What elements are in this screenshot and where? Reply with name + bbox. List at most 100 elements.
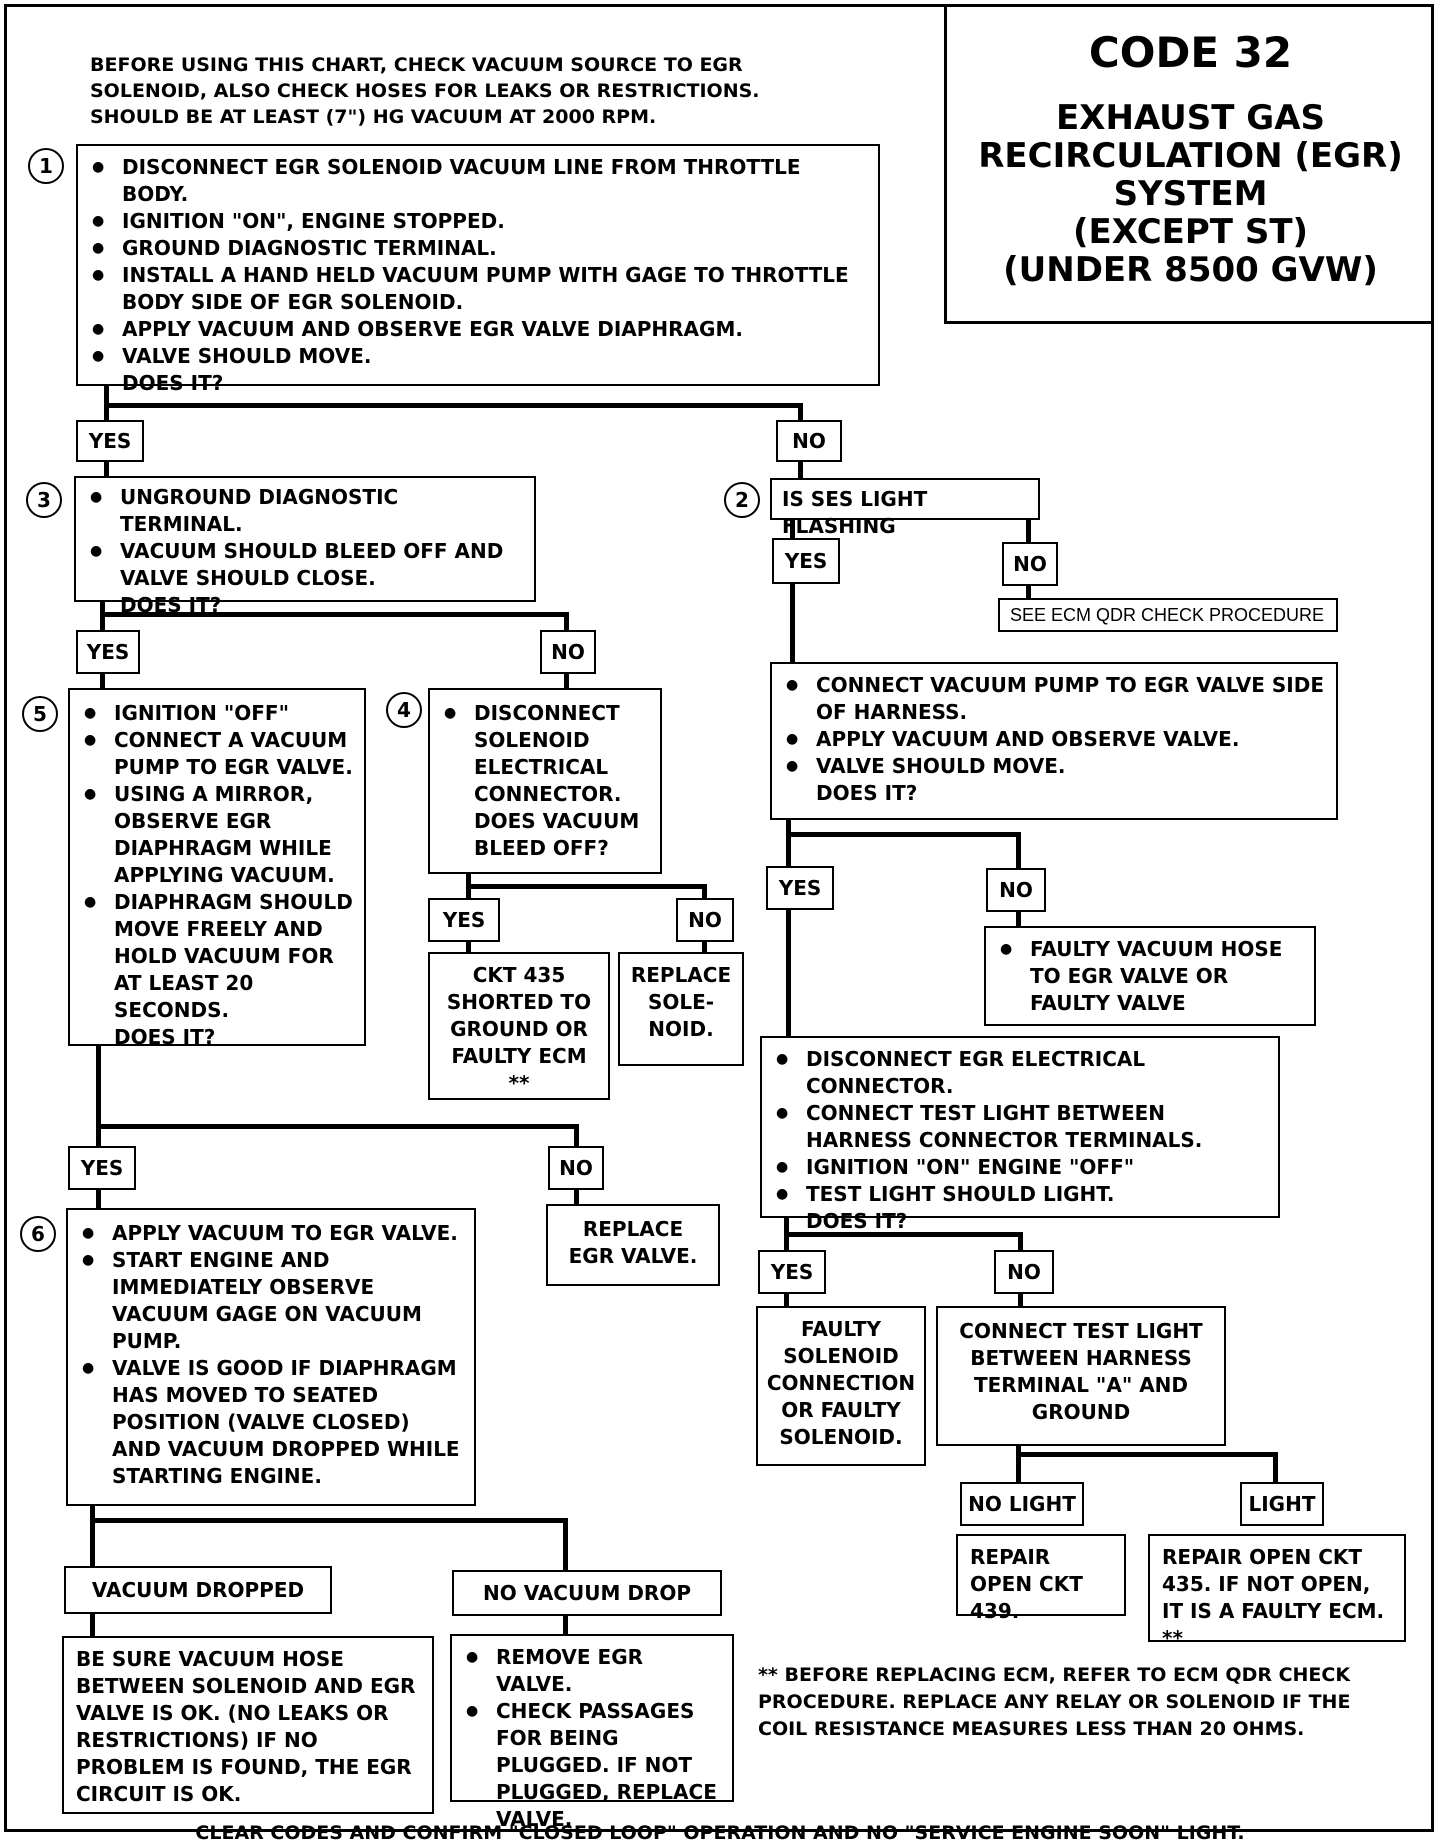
step6-item: VALVE IS GOOD IF DIAPHRAGM HAS MOVED TO … xyxy=(82,1355,464,1490)
test-light-no-label: NO xyxy=(994,1250,1054,1294)
step-number-2: 2 xyxy=(724,482,760,518)
connector-line xyxy=(96,1044,101,1148)
test-light-box: DISCONNECT EGR ELECTRICAL CONNECTOR. CON… xyxy=(760,1036,1280,1233)
title-line: SYSTEM xyxy=(1113,174,1268,214)
connector-line xyxy=(784,1232,1022,1237)
step6-item: APPLY VACUUM TO EGR VALVE. xyxy=(82,1220,464,1247)
step-number-1: 1 xyxy=(28,148,64,184)
step-number-6: 6 xyxy=(20,1216,56,1252)
pump-check-item: VALVE SHOULD MOVE. xyxy=(786,753,1326,780)
connector-line xyxy=(786,906,791,1036)
pump-check-item: CONNECT VACUUM PUMP TO EGR VALVE SIDE OF… xyxy=(786,672,1326,726)
connector-line xyxy=(100,670,105,690)
step5-item: IGNITION "OFF" xyxy=(84,700,354,727)
connector-line xyxy=(563,1614,568,1636)
step1-box: DISCONNECT EGR SOLENOID VACUUM LINE FROM… xyxy=(76,144,880,395)
step1-item: APPLY VACUUM AND OBSERVE EGR VALVE DIAPH… xyxy=(92,316,868,343)
step4-box: DISCONNECT SOLENOID ELECTRICAL CONNECTOR… xyxy=(428,688,662,874)
ecm-note: ** BEFORE REPLACING ECM, REFER TO ECM QD… xyxy=(758,1664,1351,1740)
connector-line xyxy=(90,1612,95,1638)
test-light-item: CONNECT TEST LIGHT BETWEEN HARNESS CONNE… xyxy=(776,1100,1268,1154)
step1-item: DISCONNECT EGR SOLENOID VACUUM LINE FROM… xyxy=(92,154,868,208)
connector-line xyxy=(90,1504,95,1566)
connector-line xyxy=(790,584,795,662)
vacuum-dropped-result-box: BE SURE VACUUM HOSE BETWEEN SOLENOID AND… xyxy=(62,1636,434,1814)
connector-line xyxy=(790,516,795,540)
repair-435-box: REPAIR OPEN CKT 435. IF NOT OPEN, IT IS … xyxy=(1148,1534,1406,1650)
connector-line xyxy=(574,1186,579,1208)
intro-line: BEFORE USING THIS CHART, CHECK VACUUM SO… xyxy=(90,54,743,76)
intro-line: SHOULD BE AT LEAST (7") HG VACUUM AT 200… xyxy=(90,106,657,128)
step2-no-label: NO xyxy=(1002,542,1058,586)
connector-line xyxy=(786,818,791,870)
step1-item: GROUND DIAGNOSTIC TERMINAL. xyxy=(92,235,868,262)
connector-line xyxy=(100,612,568,617)
connector-line xyxy=(702,884,707,902)
faulty-hose-box: FAULTY VACUUM HOSE TO EGR VALVE OR FAULT… xyxy=(984,926,1316,1026)
step-number-5: 5 xyxy=(22,696,58,732)
test-light-item: TEST LIGHT SHOULD LIGHT. xyxy=(776,1181,1268,1208)
pump-yes-label: YES xyxy=(766,866,834,910)
intro-line: SOLENOID, ALSO CHECK HOSES FOR LEAKS OR … xyxy=(90,80,760,102)
test-light-yes-label: YES xyxy=(758,1250,826,1294)
replace-solenoid-box: REPLACE SOLE- NOID. xyxy=(618,952,744,1066)
faulty-solenoid-box: FAULTY SOLENOID CONNECTION OR FAULTY SOL… xyxy=(756,1306,926,1466)
connector-line xyxy=(1016,1452,1278,1457)
step5-item: USING A MIRROR, OBSERVE EGR DIAPHRAGM WH… xyxy=(84,781,354,889)
connector-line xyxy=(96,1124,578,1129)
step3-item: VACUUM SHOULD BLEED OFF AND VALVE SHOULD… xyxy=(90,538,524,592)
step3-yes-label: YES xyxy=(76,630,140,674)
ckt435-shorted-box: CKT 435 SHORTED TO GROUND OR FAULTY ECM … xyxy=(428,952,610,1100)
connector-line xyxy=(784,1290,789,1308)
step-number-3: 3 xyxy=(26,482,62,518)
no-vacuum-drop-item: CHECK PASSAGES FOR BEING PLUGGED. IF NOT… xyxy=(466,1698,722,1833)
step1-item: INSTALL A HAND HELD VACUUM PUMP WITH GAG… xyxy=(92,262,868,316)
connector-line xyxy=(1026,584,1031,600)
step5-no-label: NO xyxy=(548,1146,604,1190)
step5-box: IGNITION "OFF" CONNECT A VACUUM PUMP TO … xyxy=(68,688,366,1049)
step6-item: START ENGINE AND IMMEDIATELY OBSERVE VAC… xyxy=(82,1247,464,1355)
step1-question: DOES IT? xyxy=(122,371,224,395)
connector-line xyxy=(90,1518,568,1523)
step5-question: DOES IT? xyxy=(114,1025,216,1049)
no-light-label: NO LIGHT xyxy=(960,1482,1084,1526)
step4-yes-label: YES xyxy=(428,898,500,942)
connector-line xyxy=(564,670,569,690)
vacuum-dropped-label: VACUUM DROPPED xyxy=(64,1566,332,1614)
step1-yes-label: YES xyxy=(76,420,144,462)
connector-line xyxy=(1018,1290,1023,1308)
connector-line xyxy=(563,1518,568,1570)
no-vacuum-drop-item: REMOVE EGR VALVE. xyxy=(466,1644,722,1698)
intro-text: BEFORE USING THIS CHART, CHECK VACUUM SO… xyxy=(90,52,850,130)
step4-no-label: NO xyxy=(676,898,734,942)
connector-line xyxy=(786,832,1020,837)
step1-no-label: NO xyxy=(776,420,842,462)
connector-line xyxy=(702,938,707,954)
connector-line xyxy=(1016,832,1021,870)
test-light-item: IGNITION "ON" ENGINE "OFF" xyxy=(776,1154,1268,1181)
connector-line xyxy=(466,884,706,889)
light-label: LIGHT xyxy=(1240,1482,1324,1526)
code-title: CODE 32 xyxy=(1088,28,1293,77)
connector-line xyxy=(798,403,803,427)
title-line: EXHAUST GAS xyxy=(1056,98,1325,138)
connector-line xyxy=(1016,908,1021,930)
step3-no-label: NO xyxy=(540,630,596,674)
step-number-4: 4 xyxy=(386,692,422,728)
no-vacuum-drop-result-box: REMOVE EGR VALVE. CHECK PASSAGES FOR BEI… xyxy=(450,1634,734,1831)
step1-item: IGNITION "ON", ENGINE STOPPED. xyxy=(92,208,868,235)
pump-check-box: CONNECT VACUUM PUMP TO EGR VALVE SIDE OF… xyxy=(770,662,1338,820)
title-block: CODE 32 EXHAUST GAS RECIRCULATION (EGR) … xyxy=(944,4,1434,324)
connector-line xyxy=(104,458,109,478)
pump-check-item: APPLY VACUUM AND OBSERVE VALVE. xyxy=(786,726,1326,753)
step3-box: UNGROUND DIAGNOSTIC TERMINAL. VACUUM SHO… xyxy=(74,476,536,617)
step5-item: DIAPHRAGM SHOULD MOVE FREELY AND HOLD VA… xyxy=(84,889,354,1024)
title-line: (EXCEPT ST) xyxy=(1072,212,1309,252)
step3-question: DOES IT? xyxy=(120,593,222,617)
connector-line xyxy=(96,1186,101,1208)
step2-box: IS SES LIGHT FLASHING xyxy=(770,478,1040,538)
step1-item: VALVE SHOULD MOVE. xyxy=(92,343,868,370)
connector-line xyxy=(564,612,569,634)
title-line: RECIRCULATION (EGR) xyxy=(978,136,1403,176)
test-light-question: DOES IT? xyxy=(806,1209,908,1233)
